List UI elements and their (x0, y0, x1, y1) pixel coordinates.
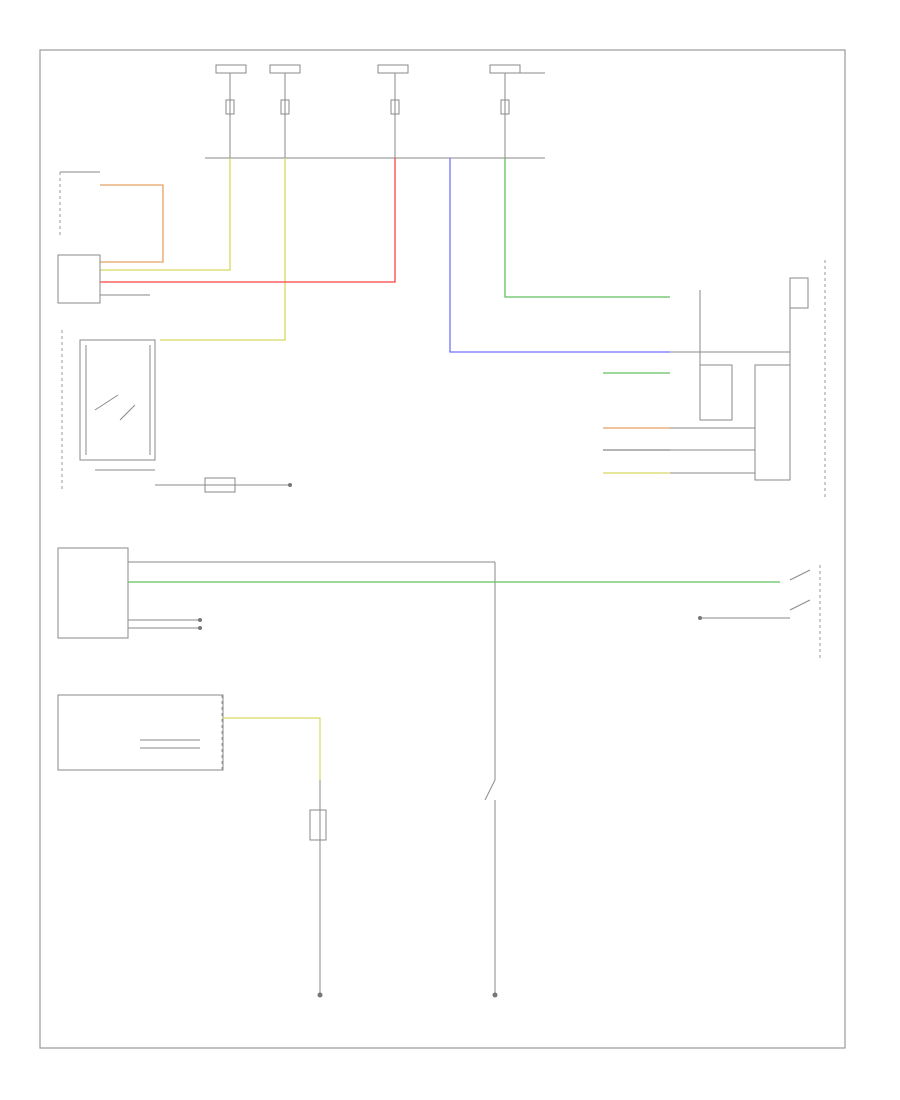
diagram-frame (39, 49, 846, 1049)
top-left-module (57, 171, 292, 493)
wire-yellow-green (160, 158, 286, 341)
wire-red (100, 158, 396, 283)
lower-center-switch (484, 750, 498, 998)
lower-left-module (57, 694, 327, 998)
instrument-cluster (603, 260, 826, 500)
wire-orange (100, 184, 164, 263)
wire-green (504, 158, 670, 298)
fuse-feeds (215, 64, 545, 158)
middle-module (57, 547, 821, 750)
wire-blue (449, 158, 670, 353)
fuse-symbols (225, 99, 510, 115)
colored-wires (100, 158, 670, 353)
wire-yellow (100, 158, 231, 271)
